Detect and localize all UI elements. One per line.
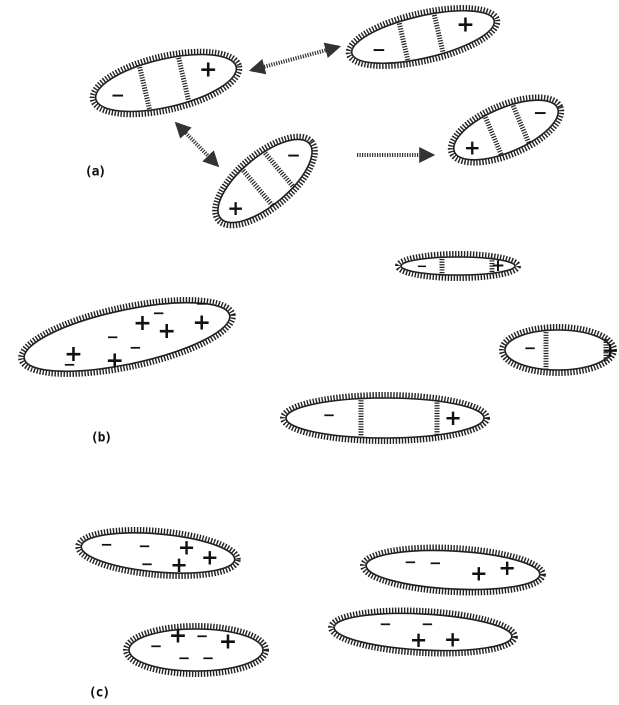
ellipses-layer	[15, 0, 614, 674]
minus-sign: −	[429, 554, 442, 572]
ellipse-a3-inner-ring	[205, 125, 325, 236]
panel-label-b: (b)	[91, 431, 111, 446]
ellipse-a3-divider-1	[241, 169, 273, 207]
plus-sign: +	[491, 256, 505, 276]
plus-sign: +	[199, 58, 217, 83]
plus-sign: +	[201, 546, 219, 570]
plus-sign: +	[169, 624, 187, 649]
ellipse-a4-divider-2	[512, 103, 529, 144]
minus-sign: −	[533, 103, 547, 123]
ellipse-a1-ring	[87, 40, 245, 126]
plus-sign: +	[602, 338, 619, 362]
arrow-a1-a3	[177, 124, 217, 165]
minus-sign: −	[63, 356, 76, 374]
plus-sign: +	[498, 556, 516, 580]
plus-sign: +	[193, 311, 211, 336]
ellipse-a2	[344, 0, 503, 77]
plus-sign: +	[470, 561, 488, 585]
minus-sign: −	[106, 328, 119, 346]
minus-sign: −	[195, 295, 208, 313]
minus-sign: −	[129, 338, 142, 356]
ellipse-a2-divider-2	[434, 12, 444, 54]
plus-sign: +	[227, 196, 244, 220]
minus-sign: −	[178, 649, 191, 667]
minus-sign: −	[152, 304, 165, 322]
minus-sign: −	[417, 260, 428, 275]
ellipse-a4-ring	[442, 84, 570, 176]
ellipse-b3	[502, 327, 614, 373]
panel-label-a: (a)	[85, 165, 105, 180]
minus-sign: −	[150, 637, 163, 655]
charge-signs-layer: −+−++−+−+−+−−+++−−−+−+−+−−−+++−−+++−−−−+…	[53, 9, 619, 667]
minus-sign: −	[138, 537, 151, 555]
arrow-a1-a2	[252, 47, 338, 70]
plus-sign: +	[170, 553, 188, 577]
ellipse-b3-ring	[502, 327, 614, 373]
ellipse-b3-inner-ring	[505, 330, 611, 370]
minus-sign: −	[379, 615, 392, 633]
minus-sign: −	[372, 40, 386, 60]
ellipse-a4-divider-1	[484, 115, 501, 156]
minus-sign: −	[196, 627, 209, 645]
minus-sign: −	[286, 146, 300, 166]
plus-sign: +	[410, 628, 428, 652]
plus-sign: +	[106, 349, 124, 374]
ellipse-a4	[442, 84, 570, 176]
minus-sign: −	[524, 339, 537, 357]
ellipse-a2-inner-ring	[347, 0, 499, 74]
minus-sign: −	[141, 555, 154, 573]
ellipse-a3	[201, 121, 329, 241]
minus-sign: −	[323, 406, 336, 424]
panel-label-c: (c)	[89, 686, 109, 701]
minus-sign: −	[202, 649, 215, 667]
plus-sign: +	[219, 630, 237, 655]
plus-sign: +	[133, 311, 151, 336]
minus-sign: −	[404, 553, 417, 571]
plus-sign: +	[158, 319, 176, 344]
ellipse-a1-divider-1	[139, 65, 150, 112]
plus-sign: +	[464, 136, 481, 160]
minus-sign: −	[111, 86, 125, 106]
plus-sign: +	[456, 13, 474, 38]
ellipse-a2-divider-1	[399, 21, 409, 62]
ellipse-a3-ring	[201, 121, 329, 241]
plus-sign: +	[444, 406, 462, 430]
ellipse-a1	[87, 40, 245, 126]
ellipse-a1-divider-2	[178, 55, 189, 102]
minus-sign: −	[100, 535, 113, 553]
plus-sign: +	[444, 628, 462, 652]
ellipse-c2	[362, 543, 544, 596]
